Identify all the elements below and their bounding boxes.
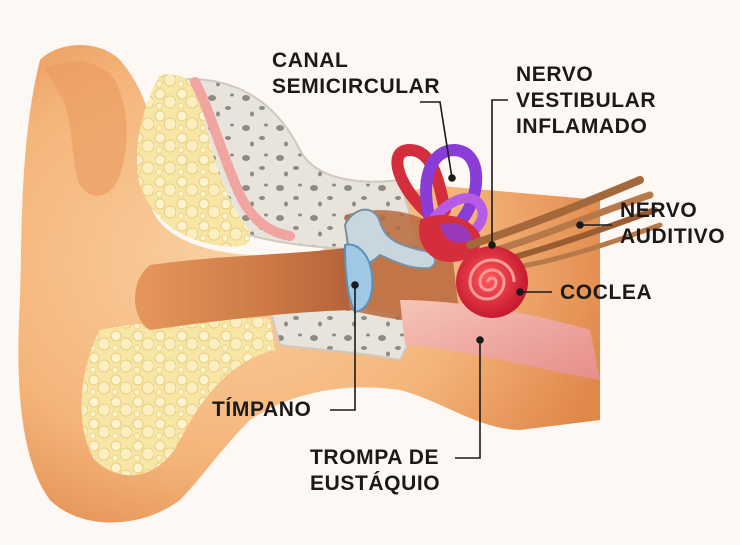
leader-semicircular-canal [420, 101, 453, 179]
eardrum [343, 243, 374, 314]
leader-eardrum-dot [351, 281, 359, 289]
label-auditory-nerve: NERVO AUDITIVO [620, 199, 726, 248]
label-semicircular-canal: CANAL SEMICIRCULAR [272, 49, 441, 98]
leader-vestibular-nerve-dot [488, 241, 496, 249]
label-eustachian-tube: TROMPA DE EUSTÁQUIO [310, 446, 441, 495]
lower-fat-tissue [81, 318, 275, 476]
vestibule-highlight [440, 223, 472, 243]
leader-auditory-nerve-dot [576, 221, 584, 229]
leader-cochlea-dot [516, 288, 524, 296]
upper-cartilage [190, 77, 295, 241]
leader-eustachian-tube [455, 340, 481, 459]
ear-canal [135, 248, 350, 330]
cochlea [456, 246, 528, 318]
leader-lines [330, 99, 612, 459]
label-eardrum: TÍMPANO [212, 398, 312, 421]
leader-eustachian-tube-dot [476, 336, 484, 344]
upper-fat-tissue [136, 74, 251, 247]
eustachian-tube [400, 300, 600, 380]
leader-vestibular-nerve [491, 99, 508, 245]
leader-eardrum [330, 285, 356, 411]
pinna-fold [45, 61, 127, 196]
label-vestibular-nerve: NERVO VESTIBULAR INFLAMADO [516, 63, 657, 138]
leader-semicircular-canal-dot [448, 174, 456, 182]
ossicles [343, 208, 437, 270]
label-cochlea: COCLEA [560, 281, 653, 304]
